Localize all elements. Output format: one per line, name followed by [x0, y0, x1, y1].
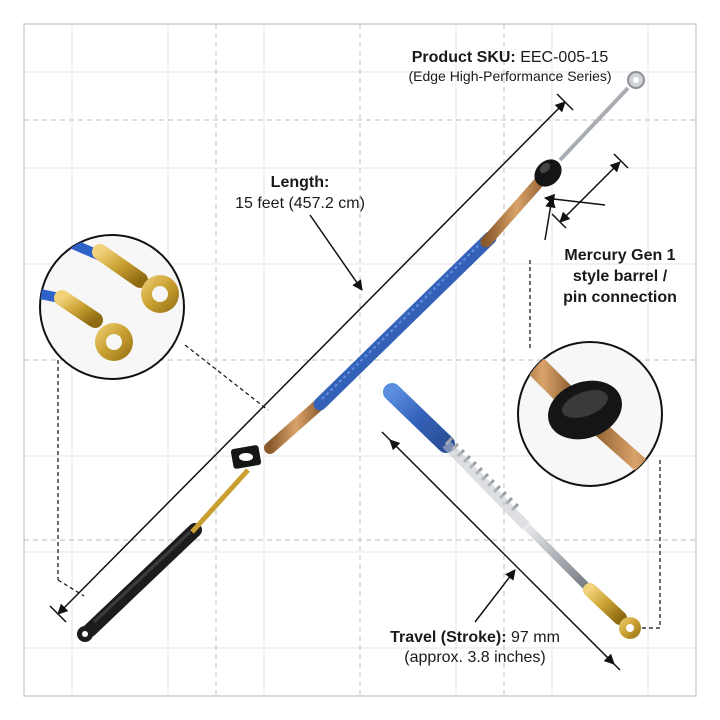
dimension-lines: [49, 93, 629, 671]
travel-value: 97 mm: [511, 629, 560, 646]
connection-label: Mercury Gen 1 style barrel / pin connect…: [535, 245, 705, 308]
mounting-clip: [230, 445, 262, 469]
detail-leaders: [57, 260, 661, 629]
travel-approx: (approx. 3.8 inches): [404, 649, 546, 666]
length-value: 15 feet (457.2 cm): [235, 195, 365, 212]
travel-label: Travel (Stroke): 97 mm (approx. 3.8 inch…: [345, 628, 605, 668]
length-label: Length: 15 feet (457.2 cm): [205, 172, 395, 214]
length-heading: Length:: [270, 174, 330, 191]
series-label: (Edge High-Performance Series): [408, 68, 612, 84]
detail-circle-barrel: [517, 341, 663, 487]
connection-line-2: style barrel /: [572, 268, 668, 285]
product-sku-label: Product SKU: EEC-005-15 (Edge High-Perfo…: [360, 48, 660, 86]
sku-value: EEC-005-15: [520, 49, 609, 66]
detail-circle-terminals: [39, 234, 185, 380]
sku-heading: Product SKU:: [411, 49, 516, 66]
travel-heading: Travel (Stroke):: [390, 629, 507, 646]
connection-line-1: Mercury Gen 1: [564, 247, 676, 264]
connection-line-3: pin connection: [563, 289, 677, 306]
